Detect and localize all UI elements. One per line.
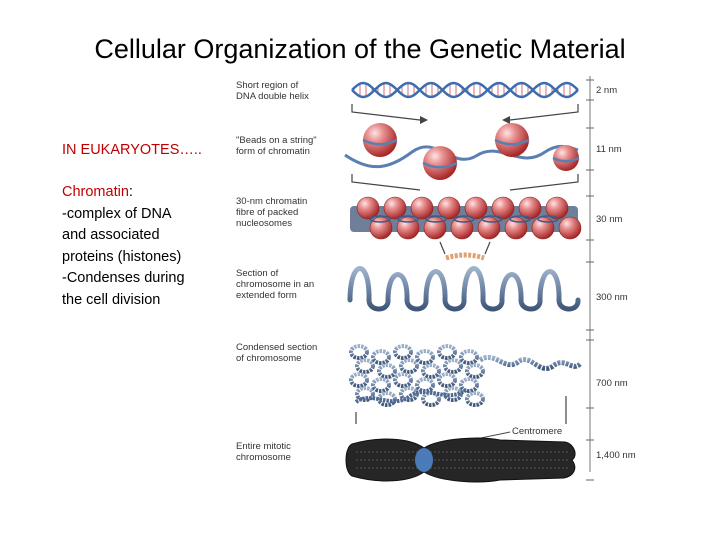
condensed-chromatin [349, 344, 485, 407]
packed-nucleosome [531, 216, 555, 240]
chromatin-definition: Chromatin: -complex of DNA and associate… [62, 182, 222, 311]
condensed-loop [459, 377, 479, 393]
looped-chromatin-fibre [347, 266, 581, 312]
fibre-linker [369, 215, 391, 223]
wrapped-dna [494, 138, 530, 146]
condensed-loop [371, 349, 391, 365]
packed-nucleosome [383, 196, 407, 220]
condensed-loop [421, 363, 441, 379]
packed-nucleosome [437, 196, 461, 220]
level-connector [439, 241, 491, 255]
extended-tail [478, 355, 582, 371]
nucleosome [363, 123, 397, 157]
condensed-loop [377, 363, 397, 379]
condensed-loop [415, 377, 435, 393]
scale-label: 11 nm [596, 144, 622, 155]
nucleosome [553, 145, 579, 171]
condensed-loop [465, 363, 485, 379]
fibre-linker [397, 215, 419, 223]
condensed-loop [371, 377, 391, 393]
fibre-linker [537, 215, 559, 223]
condensed-loop [459, 349, 479, 365]
fibre-linker [425, 215, 447, 223]
scale-label: 700 nm [596, 378, 628, 389]
section-heading: IN EUKARYOTES….. [62, 142, 202, 158]
nucleosome [423, 146, 457, 180]
condensed-loop [415, 349, 435, 365]
centromere-label: Centromere [512, 426, 562, 437]
condensed-loop [349, 372, 369, 388]
condensed-loop [399, 358, 419, 374]
condensed-loop [355, 358, 375, 374]
highlighted-fibre-segment [445, 252, 485, 261]
centromere [415, 448, 433, 472]
condensed-loop [355, 386, 375, 402]
condensed-loop [437, 372, 457, 388]
packed-nucleosome [504, 216, 528, 240]
packed-nucleosome [477, 216, 501, 240]
definition-term-line: Chromatin: [62, 182, 222, 204]
slide-title: Cellular Organization of the Genetic Mat… [94, 34, 626, 64]
condensed-loop [443, 358, 463, 374]
condensed-loop [393, 344, 413, 360]
level-connector [355, 396, 567, 424]
definition-line: the cell division [62, 291, 161, 308]
wrapped-dna [552, 156, 580, 163]
level-label: "Beads on a string"form of chromatin [236, 135, 317, 157]
level-connector [351, 174, 579, 191]
scaffold-fibre [354, 388, 468, 404]
packed-nucleosome [545, 196, 569, 220]
packed-nucleosome [558, 216, 582, 240]
wrapped-dna [362, 138, 398, 146]
dna-strand [351, 81, 579, 99]
level-beads-on-string: "Beads on a string"form of chromatin 11 … [236, 123, 622, 191]
packed-nucleosome [491, 196, 515, 220]
fibre-linker [481, 215, 503, 223]
packed-nucleosome [356, 196, 380, 220]
scale-label: 30 nm [596, 214, 622, 225]
packed-nucleosome [464, 196, 488, 220]
wrapped-dna [422, 161, 458, 169]
fibre-linker [509, 215, 531, 223]
scale-label: 1,400 nm [596, 450, 636, 461]
condensed-loop [349, 344, 369, 360]
condensed-loop [465, 391, 485, 407]
scale-label: 2 nm [596, 85, 617, 96]
packed-nucleosome [410, 196, 434, 220]
condensed-loop [377, 391, 397, 407]
mitotic-chromosome [345, 437, 576, 483]
fibre-linker [453, 215, 475, 223]
chromatid-texture [356, 451, 570, 469]
definition-line: -complex of DNA [62, 205, 172, 222]
definition-line: and associated [62, 227, 160, 243]
definition-term: Chromatin [62, 184, 129, 200]
condensed-loop [437, 344, 457, 360]
nucleosome [495, 123, 529, 157]
definition-line: proteins (histones) [62, 248, 182, 265]
condensed-loop [421, 391, 441, 407]
linker-dna [344, 144, 579, 169]
packed-nucleosome [396, 216, 420, 240]
definition-line: -Condenses during [62, 270, 185, 286]
dna-double-helix [351, 81, 579, 99]
level-connector [351, 104, 579, 121]
definition-colon: : [128, 184, 133, 200]
condensed-loop [393, 372, 413, 388]
scale-label: 300 nm [596, 292, 628, 303]
